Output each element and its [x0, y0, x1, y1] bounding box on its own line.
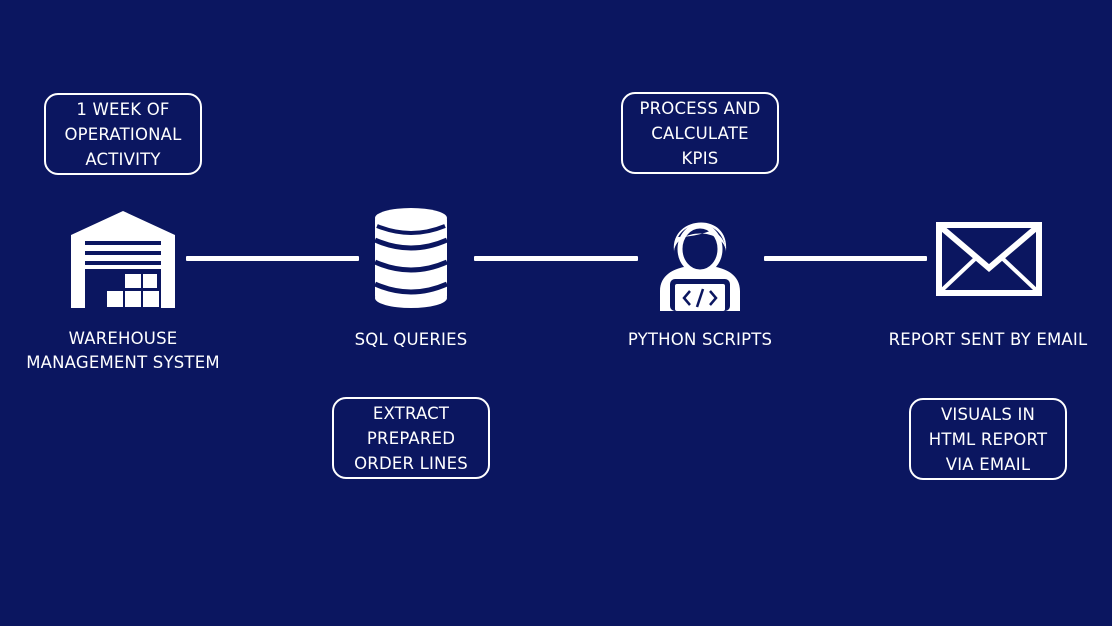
- note-line: 1 WEEK OF: [76, 99, 170, 119]
- note-line: OPERATIONAL: [64, 124, 182, 144]
- warehouse-note-box: 1 WEEK OF OPERATIONAL ACTIVITY: [44, 93, 202, 175]
- note-line: ORDER LINES: [354, 453, 468, 473]
- note-line: CALCULATE: [651, 123, 749, 143]
- label-line: REPORT SENT BY EMAIL: [888, 330, 1088, 349]
- envelope-icon: [936, 222, 1042, 296]
- label-line: SQL QUERIES: [354, 330, 468, 349]
- note-line: VISUALS IN: [940, 404, 1036, 424]
- sql-note-box: EXTRACT PREPARED ORDER LINES: [332, 397, 490, 479]
- connector-sql-python: [474, 256, 638, 261]
- note-line: PROCESS AND: [639, 98, 761, 118]
- connector-warehouse-sql: [186, 256, 359, 261]
- note-line: ACTIVITY: [85, 149, 161, 169]
- email-label: REPORT SENT BY EMAIL: [876, 328, 1100, 352]
- note-line: HTML REPORT: [928, 429, 1048, 449]
- email-note-box: VISUALS IN HTML REPORT VIA EMAIL: [909, 398, 1067, 480]
- note-line: EXTRACT: [372, 403, 450, 423]
- warehouse-icon: [71, 211, 175, 308]
- note-line: KPIS: [681, 148, 719, 168]
- note-line: PREPARED: [366, 428, 456, 448]
- warehouse-label: WAREHOUSE MANAGEMENT SYSTEM: [13, 327, 233, 375]
- label-line: PYTHON SCRIPTS: [627, 330, 773, 349]
- python-label: PYTHON SCRIPTS: [600, 328, 800, 352]
- database-icon: [373, 208, 449, 308]
- connector-python-email: [764, 256, 927, 261]
- developer-icon: [660, 222, 740, 311]
- python-note-box: PROCESS AND CALCULATE KPIS: [621, 92, 779, 174]
- label-line: WAREHOUSE: [68, 329, 178, 348]
- sql-label: SQL QUERIES: [311, 328, 511, 352]
- label-line: MANAGEMENT SYSTEM: [26, 353, 220, 372]
- note-line: VIA EMAIL: [945, 454, 1031, 474]
